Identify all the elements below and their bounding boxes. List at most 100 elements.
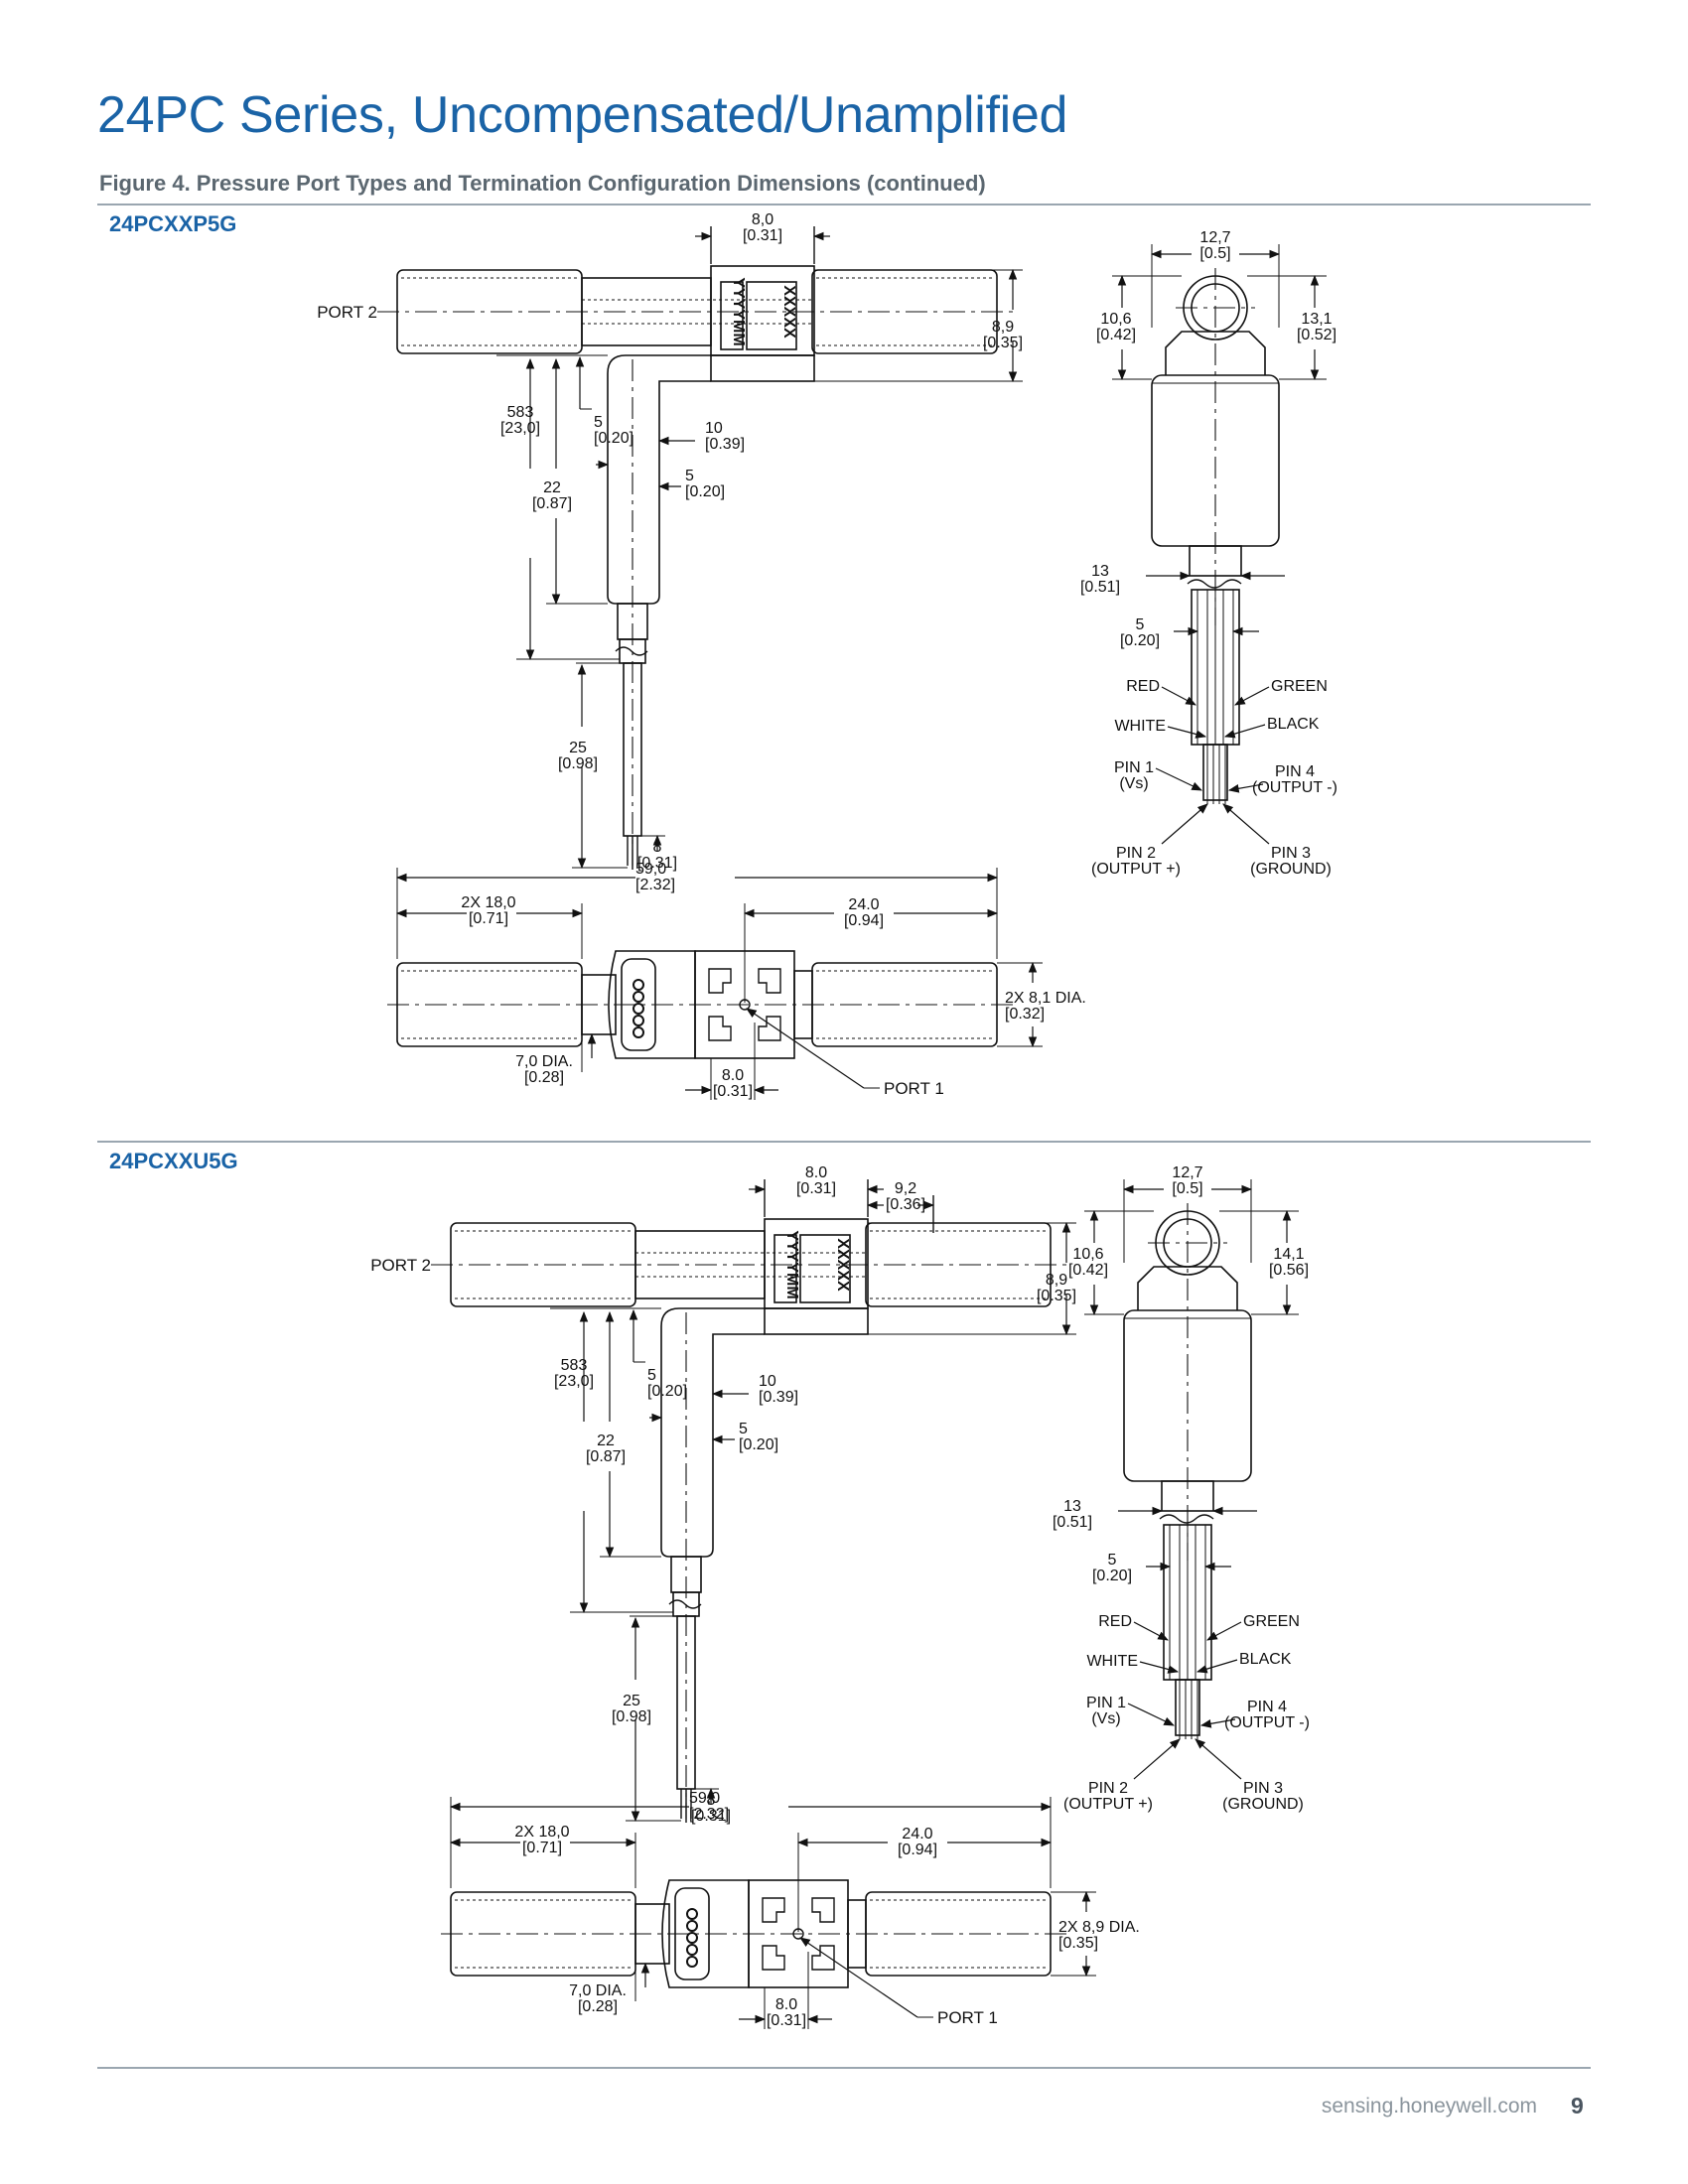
dimension-arrow — [1227, 783, 1264, 793]
dim-7: 7,0 DIA. — [569, 1982, 627, 1999]
dim-5b: 5 — [739, 1421, 748, 1437]
dim-total: [2.32] — [689, 1806, 729, 1823]
dim-583: 583 — [561, 1357, 588, 1374]
dimension-arrow — [1161, 803, 1208, 845]
dim-7: [0.28] — [578, 1998, 618, 2015]
dim-10: 10 — [759, 1373, 776, 1390]
dim-right: [0.35] — [983, 335, 1023, 351]
outline-rect — [764, 1218, 869, 1309]
dim-5: 5 — [1108, 1552, 1117, 1569]
pin-1-label: PIN 1 — [1086, 1695, 1126, 1711]
dim-22: [0.87] — [532, 495, 572, 512]
pin-hole — [633, 1026, 644, 1038]
dim-25: 25 — [623, 1693, 640, 1709]
break-symbol — [1187, 579, 1242, 589]
pin-hole — [686, 1932, 698, 1944]
wire-green-label: GREEN — [1243, 1613, 1300, 1630]
end-view: 12,7[0.5]10,6[0.42]13,1[0.52]13[0.51]5[0… — [1080, 229, 1337, 878]
pin-1-label: PIN 1 — [1114, 759, 1154, 776]
wire-black-label: BLACK — [1267, 716, 1320, 733]
dim-8: 8.0 — [722, 1067, 744, 1084]
dim-18: 2X 18,0 — [461, 894, 515, 911]
dim-24: [0.94] — [898, 1842, 937, 1858]
dim-7: [0.28] — [524, 1069, 564, 1086]
pin-hole — [686, 1908, 698, 1920]
footer-rule — [97, 2067, 1591, 2069]
dim-width: [0.5] — [1199, 245, 1230, 262]
break-symbol — [615, 646, 648, 656]
dim-10: [0.39] — [759, 1389, 798, 1406]
dim-18: [0.71] — [469, 910, 508, 927]
dim-583: [23,0] — [554, 1373, 594, 1390]
dim-583: 583 — [507, 404, 534, 421]
dim-right: [0.56] — [1269, 1262, 1309, 1279]
dimension-arrow — [1234, 686, 1270, 706]
dim-583: [23,0] — [500, 420, 540, 437]
pin-4-label: (OUTPUT -) — [1224, 1714, 1310, 1731]
dim-5b: 5 — [685, 468, 694, 484]
dim-25: [0.98] — [558, 755, 598, 772]
dimension-arrow — [1199, 1718, 1236, 1728]
dim-8: 8 — [707, 1792, 716, 1809]
dim-5b: [0.20] — [685, 483, 725, 500]
dim-right: 8,9 — [1046, 1272, 1067, 1289]
date-marking: YYYYMM — [783, 1230, 800, 1298]
outline-rect — [1161, 1480, 1214, 1512]
port-1-label: PORT 1 — [884, 1079, 944, 1098]
footer-url[interactable]: sensing.honeywell.com — [1321, 2095, 1537, 2117]
outline-rect — [799, 1234, 851, 1303]
dim-top: [0.31] — [743, 227, 782, 244]
outline-rect — [1189, 545, 1242, 577]
pin-3-label: PIN 3 — [1271, 845, 1311, 862]
pin-4-label: (OUTPUT -) — [1252, 779, 1337, 796]
pin-2-label: (OUTPUT +) — [1091, 861, 1181, 878]
dimension-arrow — [1133, 1738, 1181, 1780]
dim-5: 5 — [1136, 616, 1145, 633]
pin-3-label: PIN 3 — [1243, 1780, 1283, 1797]
dim-top: 8,0 — [752, 211, 774, 228]
break-symbol — [1159, 1514, 1214, 1524]
dimension-arrow — [1127, 1703, 1175, 1726]
dim-8: 8.0 — [775, 1996, 797, 2013]
part-marking: XXXXX — [780, 285, 797, 339]
pin-2-label: (OUTPUT +) — [1063, 1796, 1153, 1813]
dimension-arrow — [1133, 1621, 1169, 1641]
dim-25: [0.98] — [612, 1708, 651, 1725]
figure-caption: Figure 4. Pressure Port Types and Termin… — [99, 171, 986, 196]
dim-right: 14,1 — [1273, 1246, 1304, 1263]
dim-7: 7,0 DIA. — [515, 1053, 573, 1070]
page-title: 24PC Series, Uncompensated/Unamplified — [97, 86, 1068, 144]
dim-total: [2.32] — [635, 877, 675, 893]
dim-right: [0.35] — [1037, 1288, 1076, 1304]
elbow-body — [607, 354, 711, 605]
dim-width: [0.5] — [1172, 1180, 1202, 1197]
pin-hole — [633, 1015, 644, 1026]
port-2-label: PORT 2 — [370, 1256, 431, 1275]
dim-5: [0.20] — [1120, 632, 1160, 649]
dim-top: 8.0 — [805, 1164, 827, 1181]
dimension-arrow — [1139, 1661, 1180, 1674]
dim-right: [0.52] — [1297, 327, 1336, 343]
dim-22: 22 — [543, 479, 561, 496]
dimension-arrow — [1161, 686, 1196, 706]
dim-24: 24.0 — [848, 896, 879, 913]
dimension-arrow — [1155, 767, 1202, 791]
connector-housing — [608, 950, 696, 1059]
dim-8: [0.31] — [767, 2012, 806, 2029]
dim-dia: [0.32] — [1005, 1006, 1045, 1023]
dimension-arrow — [1167, 726, 1207, 739]
pin-hole — [633, 979, 644, 991]
dim-13: [0.51] — [1053, 1514, 1092, 1531]
break-symbol — [668, 1599, 702, 1609]
port-1-label: PORT 1 — [937, 2008, 998, 2027]
outline-rect — [746, 281, 797, 350]
port-2-label: PORT 2 — [317, 303, 377, 322]
wire-black-label: BLACK — [1239, 1651, 1292, 1668]
dim-24: 24.0 — [902, 1826, 932, 1843]
dim-8: [0.31] — [691, 1808, 731, 1825]
dim-top-2: [0.36] — [886, 1196, 925, 1213]
part-marking: XXXXX — [834, 1238, 851, 1292]
outline-rect — [1202, 744, 1228, 801]
